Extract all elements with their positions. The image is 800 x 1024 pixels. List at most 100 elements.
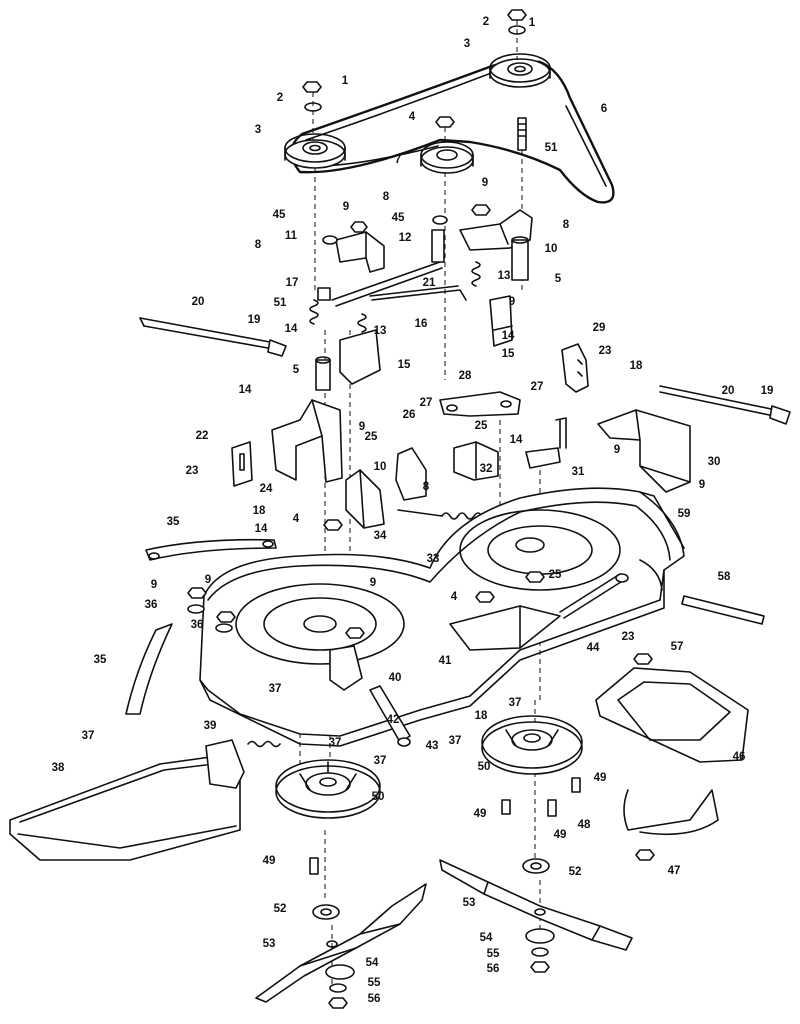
part-callout: 31 [572, 466, 585, 478]
blade-right [439, 859, 633, 951]
part-callout: 35 [94, 654, 107, 666]
deck-arm-35-lower [125, 623, 173, 715]
deck-housing [199, 487, 685, 747]
part-callout: 9 [482, 177, 488, 189]
part-callout: 32 [480, 463, 493, 475]
blade-guard-46 [595, 653, 749, 763]
arm-40-42 [329, 645, 411, 747]
part-callout: 9 [343, 201, 349, 213]
part-callout: 14 [502, 330, 515, 342]
rod-58 [681, 595, 765, 625]
part-callout: 55 [368, 977, 381, 989]
part-callout: 54 [366, 957, 379, 969]
springs-upper [309, 261, 481, 333]
part-callout: 25 [475, 420, 488, 432]
part-callout: 14 [239, 384, 252, 396]
part-callout: 49 [554, 829, 567, 841]
part-callout: 29 [593, 322, 606, 334]
part-callout: 56 [487, 963, 500, 975]
spindle-bearings-upper [315, 295, 513, 391]
deck-lift-rod-left [139, 317, 287, 357]
spindle-hub-left [275, 759, 381, 819]
part-callout: 12 [399, 232, 412, 244]
part-callout: 53 [463, 897, 476, 909]
part-callout: 57 [671, 641, 684, 653]
part-callout: 43 [426, 740, 439, 752]
part-callout: 3 [255, 124, 261, 136]
part-callout: 9 [699, 479, 705, 491]
deck-arm-35-upper [145, 538, 277, 561]
part-callout: 26 [403, 409, 416, 421]
part-callout: 4 [451, 591, 458, 603]
bracket-32 [453, 441, 499, 481]
part-callout: 41 [439, 655, 452, 667]
part-callout: 10 [374, 461, 387, 473]
part-callout: 36 [145, 599, 158, 611]
part-callout: 9 [370, 577, 376, 589]
part-callout: 44 [587, 642, 600, 654]
part-callout: 46 [733, 751, 746, 763]
part-callout: 38 [52, 762, 65, 774]
spring-39 [247, 740, 281, 748]
deck-hardware [187, 519, 545, 639]
discharge-chute [9, 739, 245, 861]
part-callout: 9 [509, 296, 515, 308]
part-callout: 13 [374, 325, 387, 337]
part-callout: 19 [248, 314, 261, 326]
part-callout: 52 [569, 866, 582, 878]
part-callout: 9 [359, 421, 365, 433]
part-callout: 22 [196, 430, 209, 442]
part-callout: 8 [423, 481, 430, 493]
part-callout: 25 [549, 569, 562, 581]
drive-belt [290, 60, 615, 204]
part-callout: 18 [475, 710, 488, 722]
part-callout: 35 [167, 516, 180, 528]
deck-linkage-41 [449, 605, 561, 651]
bolts-49 [309, 777, 581, 875]
part-callout: 5 [293, 364, 300, 376]
part-callout: 49 [594, 772, 607, 784]
part-callout: 39 [204, 720, 217, 732]
part-callout: 4 [293, 513, 300, 525]
part-callout: 9 [151, 579, 157, 591]
bracket-34 [345, 469, 385, 529]
blade-hardware [312, 858, 555, 1009]
deck-lift-rod-right [659, 385, 791, 425]
part-callout: 16 [415, 318, 428, 330]
part-callout: 59 [678, 508, 691, 520]
part-callout: 45 [273, 209, 286, 221]
part-callout: 8 [563, 219, 570, 231]
bracket-30 [597, 409, 691, 493]
part-callout: 23 [599, 345, 612, 357]
idler-pulley [420, 141, 474, 174]
part-callout: 37 [374, 755, 387, 767]
part-callout: 20 [722, 385, 735, 397]
part-callout: 15 [502, 348, 515, 360]
part-callout: 45 [392, 212, 405, 224]
part-callout: 18 [630, 360, 643, 372]
part-callout: 23 [622, 631, 635, 643]
part-callout: 20 [192, 296, 205, 308]
idler-bracket-left [322, 221, 385, 273]
part-callout: 2 [277, 92, 283, 104]
part-callout: 14 [255, 523, 268, 535]
wire-guard-48 [623, 789, 719, 861]
part-callout: 19 [761, 385, 774, 397]
part-callout: 37 [269, 683, 282, 695]
part-callout: 1 [529, 17, 536, 29]
part-callout: 14 [510, 434, 523, 446]
part-callout: 10 [545, 243, 558, 255]
bracket-26 [395, 447, 427, 501]
idler-arm-28 [439, 391, 521, 417]
part-callout: 51 [274, 297, 287, 309]
part-callout: 36 [191, 619, 204, 631]
part-callout: 37 [509, 697, 522, 709]
part-callout: 37 [449, 735, 462, 747]
part-callout: 8 [255, 239, 262, 251]
spindle-hub-right [481, 715, 583, 775]
idler-arm-rod [317, 229, 467, 307]
part-callout: 54 [480, 932, 493, 944]
part-callout: 37 [329, 737, 342, 749]
blade-left [255, 883, 427, 1003]
